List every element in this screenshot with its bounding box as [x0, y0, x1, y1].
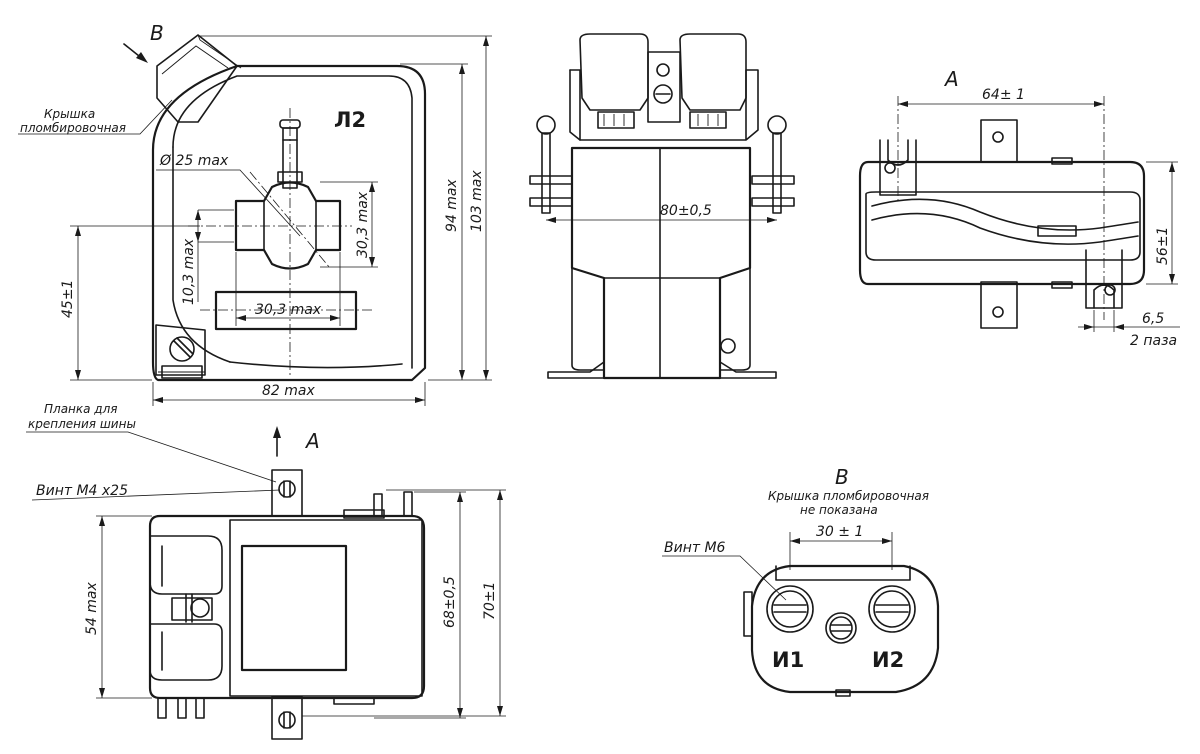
- marking-l2: Л2: [334, 108, 366, 132]
- view-a: А 64± 1 56±1: [858, 67, 1180, 349]
- plan-view: А Планка для крепления шины Винт М4 х25: [26, 402, 506, 740]
- arrow-b-label: В: [150, 21, 164, 45]
- depth-70-label: 70±1: [482, 582, 498, 620]
- view-b-note-2: не показана: [800, 503, 878, 517]
- depth-68-label: 68±0,5: [442, 576, 458, 628]
- slot-spacing-label: 64± 1: [982, 87, 1025, 103]
- seal-cover-label-2: пломбировочная: [20, 121, 126, 135]
- height-103-label: 103 max: [469, 170, 485, 232]
- slot-height-label: 10,3 max: [181, 238, 197, 305]
- view-b-note-1: Крышка пломбировочная: [768, 489, 929, 503]
- screw-m6-label: Винт М6: [664, 540, 726, 556]
- side-view: 80±0,5: [529, 33, 795, 380]
- bus-plate-label-1: Планка для: [44, 402, 118, 416]
- window-height-label: 30,3 max: [355, 191, 371, 258]
- arrow-a-label: А: [304, 429, 320, 453]
- terminal-i2-label: И2: [872, 648, 904, 672]
- height-94-label: 94 max: [444, 179, 460, 232]
- axis-height-label: 45±1: [60, 280, 76, 318]
- slot-width-a-label: 6,5: [1142, 311, 1164, 327]
- hole-diameter-label: Ø 25 max: [159, 153, 229, 169]
- width-label: 82 max: [262, 383, 315, 399]
- slot-width-label: 30,3 max: [255, 302, 322, 318]
- seal-cover-label-1: Крышка: [44, 107, 95, 121]
- screw-m4-label: Винт М4 х25: [36, 483, 128, 499]
- bolt-span-label: 80±0,5: [660, 203, 712, 219]
- depth-54-label: 54 max: [84, 582, 100, 635]
- view-b: В Крышка пломбировочная не показана 30 ±…: [662, 465, 940, 697]
- view-a-title: А: [943, 67, 959, 91]
- slots-note: 2 паза: [1130, 333, 1177, 349]
- front-view: Ø 25 max 30,3 max 10,3 max 30,3 max Л2 В…: [18, 21, 492, 406]
- height-label: 56±1: [1155, 227, 1171, 265]
- bus-plate-label-2: крепления шины: [28, 417, 136, 431]
- terminal-i1-label: И1: [772, 648, 804, 672]
- terminal-spacing-label: 30 ± 1: [816, 524, 863, 540]
- view-b-title: В: [835, 465, 849, 489]
